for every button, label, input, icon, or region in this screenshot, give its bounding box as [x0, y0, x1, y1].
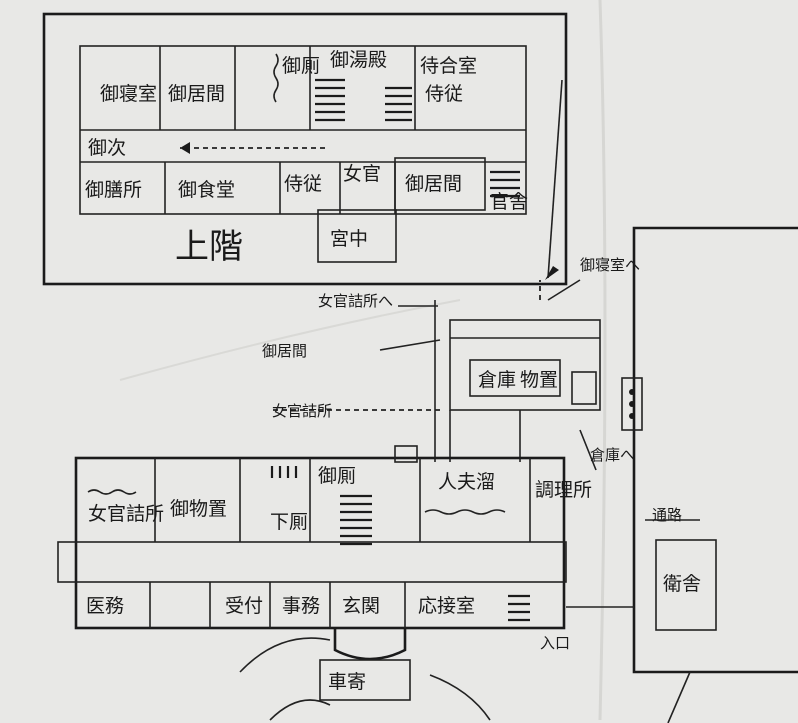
room-upper-12: 宮中 — [330, 228, 368, 250]
room-ground-11: 応接室 — [418, 595, 475, 617]
ground-corridor — [57, 541, 567, 583]
room-upper-6: 御膳所 — [85, 179, 142, 201]
porch-shape — [333, 628, 407, 661]
room-ground-7: 医務 — [86, 595, 124, 617]
annex-plan: 倉庫 物置 — [270, 280, 601, 462]
room-ground-12: 車寄 — [328, 671, 366, 693]
annotation-6: 通路 — [652, 506, 682, 524]
room-upper-14: 官舎 — [490, 191, 528, 213]
annotation-7: 入口 — [540, 634, 570, 652]
paper-crease — [119, 299, 461, 381]
annotation-5-leader — [579, 429, 597, 471]
ground-stair-top — [270, 466, 298, 478]
right-building-outline — [632, 226, 798, 674]
annotation-4-leader — [547, 279, 581, 301]
right-inner-room — [655, 539, 717, 631]
room-ground-5: 人夫溜 — [438, 471, 495, 493]
room-ground-13: 衛舎 — [663, 573, 701, 595]
annotation-3: 女官詰所 — [272, 402, 332, 420]
porch-box — [319, 659, 411, 701]
annex-room-1: 倉庫 — [478, 369, 516, 391]
annex-room-2: 物置 — [520, 369, 558, 391]
annotations: 女官詰所へ 御居間 女官詰所 御寝室へ 倉庫へ 通路 入口 — [262, 256, 700, 652]
room-ground-2: 御物置 — [170, 498, 227, 520]
upper-floor-outline — [42, 12, 568, 286]
right-building: 衛舎 — [566, 226, 798, 723]
room-upper-9: 女官 — [343, 163, 381, 185]
room-upper-11: 侍従 — [425, 83, 463, 105]
upper-stair-small — [490, 170, 520, 198]
annotation-2-leader — [379, 339, 441, 351]
room-ground-10: 玄関 — [342, 595, 380, 617]
upper-wavy-line — [273, 53, 279, 103]
annotation-1: 女官詰所へ — [318, 292, 393, 310]
ground-floor-outline — [74, 456, 566, 630]
upper-stair-right — [385, 86, 412, 122]
upper-floor-plan: 御寝室 御居間 御厠 御湯殿 御次 御膳所 御食堂 侍従 女官 御居間 侍従 宮… — [42, 12, 568, 286]
room-ground-9: 事務 — [282, 595, 320, 617]
annotation-4: 御寝室へ — [580, 256, 640, 274]
room-ground-6: 調理所 — [535, 479, 592, 501]
upper-floor-label: 上階 — [175, 227, 243, 267]
room-upper-13: 待合室 — [420, 55, 477, 77]
annex-outline — [449, 319, 601, 411]
upper-down-arrow — [545, 266, 559, 280]
upper-stair-left — [315, 78, 345, 122]
upper-arrow-head — [180, 142, 190, 154]
room-ground-8: 受付 — [225, 595, 263, 617]
annotation-5: 倉庫へ — [590, 446, 635, 464]
ground-stair-right — [508, 594, 530, 622]
room-upper-1: 御寝室 — [100, 83, 157, 105]
room-ground-1: 女官詰所 — [88, 503, 164, 525]
room-upper-4: 御湯殿 — [330, 49, 387, 71]
room-upper-3: 御厠 — [282, 55, 320, 77]
ground-floor-plan: 女官詰所 御物置 御厠 下厠 人夫溜 調理所 医務 受付 事務 玄関 応接室 車… — [57, 445, 592, 721]
room-upper-2: 御居間 — [168, 83, 225, 105]
right-gate — [621, 377, 643, 431]
room-upper-8: 侍従 — [284, 173, 322, 195]
room-upper-5: 御次 — [88, 137, 126, 159]
room-ground-4: 下厠 — [270, 511, 308, 533]
paper-fold — [598, 0, 607, 721]
drive-arrow-lower — [269, 699, 331, 721]
ground-stair-main — [340, 494, 372, 546]
room-upper-7: 御食堂 — [178, 179, 235, 201]
drive-arrow-left — [239, 637, 331, 673]
room-upper-10: 御居間 — [405, 173, 462, 195]
room-ground-3: 御厠 — [318, 465, 356, 487]
ground-wavy-left — [87, 489, 137, 495]
upper-down-line — [547, 79, 563, 279]
ground-wavy-right — [424, 509, 506, 515]
annotation-2: 御居間 — [262, 342, 307, 360]
drive-arrow-right — [429, 674, 491, 721]
right-exit-line — [667, 671, 691, 723]
